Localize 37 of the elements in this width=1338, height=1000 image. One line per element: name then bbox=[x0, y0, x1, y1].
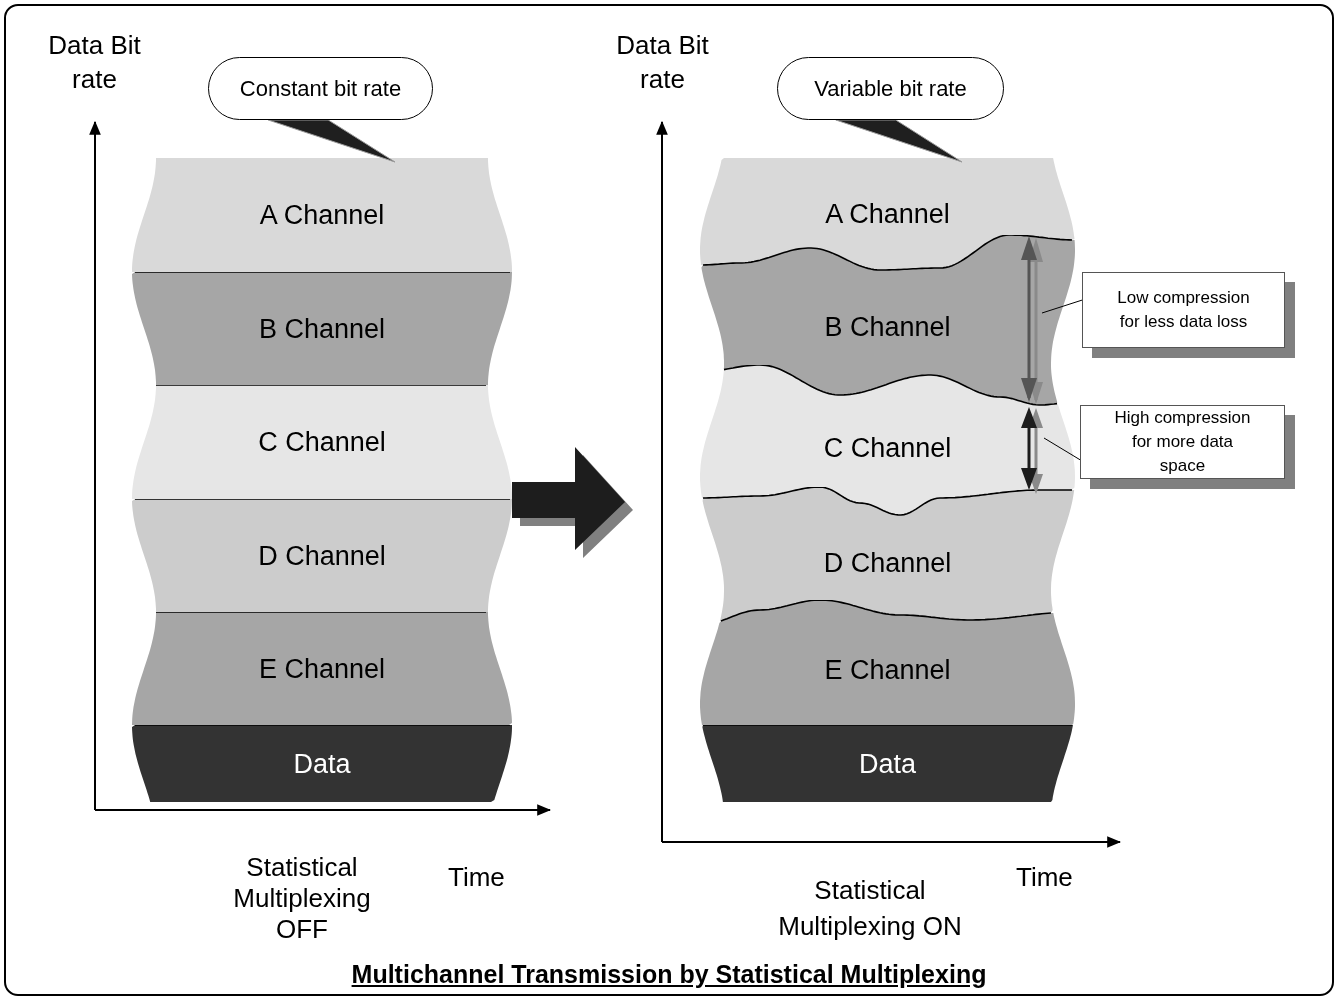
channel-label: Data bbox=[857, 747, 917, 780]
channel-band bbox=[700, 158, 1075, 270]
axis-label: Time bbox=[448, 861, 506, 894]
channel-label: E Channel bbox=[257, 652, 387, 685]
channel-label: C Channel bbox=[257, 426, 387, 458]
channel-label: D Channel bbox=[822, 547, 953, 580]
channel-label: E Channel bbox=[823, 653, 952, 686]
leader-line bbox=[1041, 299, 1083, 314]
axis-label: Time bbox=[1016, 861, 1074, 894]
channel-band bbox=[132, 499, 512, 612]
channel-band bbox=[700, 600, 1075, 725]
channel-band bbox=[700, 725, 1075, 802]
channel-label: D Channel bbox=[257, 539, 387, 572]
channel-band bbox=[132, 385, 512, 499]
channel-band bbox=[132, 158, 512, 272]
channel-label: C Channel bbox=[822, 432, 953, 465]
diagram-title: Multichannel Transmission by Statistical Multiplexing bbox=[350, 959, 988, 990]
channel-band bbox=[700, 235, 1075, 405]
callout-tail bbox=[267, 119, 396, 163]
callout-tail bbox=[835, 119, 963, 163]
channel-label: A Channel bbox=[824, 197, 951, 230]
channel-band bbox=[700, 487, 1075, 621]
axis-label: Statistical Multiplexing ON bbox=[777, 874, 963, 943]
channel-label: B Channel bbox=[257, 312, 387, 345]
axis-label: Data Bit rate bbox=[47, 29, 142, 96]
channel-band bbox=[132, 612, 512, 725]
speech-bubble: Variable bit rate bbox=[777, 57, 1004, 120]
axis-label: Data Bit rate bbox=[615, 29, 710, 96]
channel-band bbox=[132, 272, 512, 385]
axis-label: Statistical Multiplexing OFF bbox=[232, 852, 372, 945]
channel-label: Data bbox=[292, 747, 352, 780]
channel-band bbox=[700, 365, 1075, 515]
channel-band bbox=[132, 725, 512, 802]
speech-bubble: Constant bit rate bbox=[208, 57, 433, 120]
channel-label: A Channel bbox=[258, 199, 386, 231]
leader-line bbox=[1043, 437, 1081, 461]
channel-label: B Channel bbox=[823, 311, 952, 343]
